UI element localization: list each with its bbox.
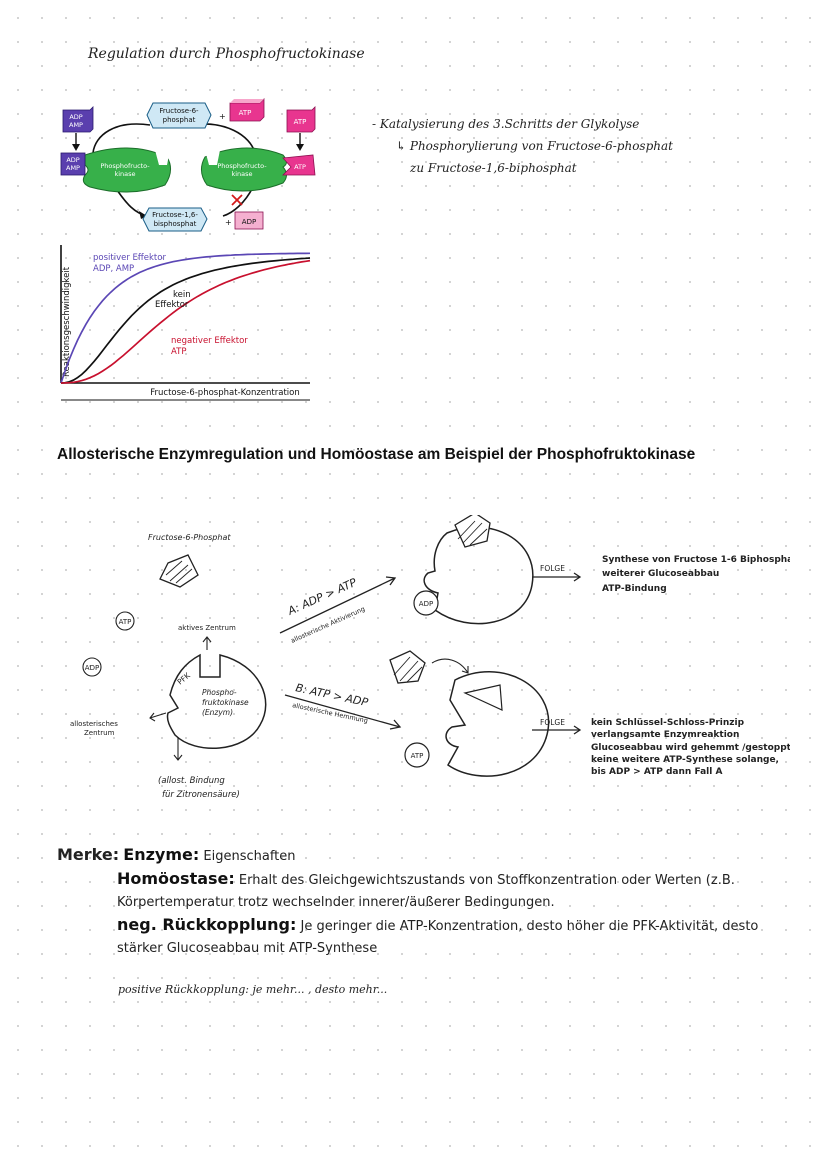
svg-text:ADP: ADP <box>85 664 99 672</box>
y-axis-label: Reaktionsgeschwindigkeit <box>62 266 72 377</box>
adp-amp-box-top: ADP AMP <box>63 107 93 132</box>
result-a-2: weiterer Glucoseabbau <box>602 569 719 579</box>
svg-text:Phospho-: Phospho- <box>202 688 237 697</box>
svg-text:fruktokinase: fruktokinase <box>202 698 249 707</box>
result-b-1: kein Schlüssel-Schloss-Prinzip <box>591 718 745 728</box>
curve-no-effector <box>61 258 310 383</box>
adp-amp-bound: ADP AMP <box>61 153 85 175</box>
svg-text:Phosphofructo-: Phosphofructo- <box>100 162 150 170</box>
enzyme-text: Eigenschaften <box>203 849 295 864</box>
result-a-1: Synthese von Fructose 1-6 Biphosphat <box>602 555 790 565</box>
folge-a: FOLGE <box>540 564 565 573</box>
svg-text:kinase: kinase <box>231 170 252 178</box>
homeostasis-term: Homöostase: <box>117 869 235 888</box>
allosteric-drawing: Fructose-6-Phosphat ATP ADP aktives Zent… <box>70 515 790 815</box>
note-line-1: - Katalysierung des 3.Schritts der Glyko… <box>372 117 639 131</box>
svg-text:ADP: ADP <box>242 218 256 226</box>
atp-site-bound: ATP <box>283 155 315 175</box>
svg-text:ATP: ATP <box>119 618 132 626</box>
x-axis-label: Fructose-6-phosphat-Konzentration <box>150 388 300 398</box>
enzyme-term: Enzyme: <box>123 845 199 864</box>
enzyme-left: Phosphofructo- kinase <box>83 148 170 192</box>
svg-text:+: + <box>225 218 232 227</box>
svg-text:AMP: AMP <box>66 164 80 172</box>
inhibition-cross-icon <box>232 195 242 205</box>
positive-feedback-note: positive Rückkopplung: je mehr... , dest… <box>118 983 387 996</box>
handwritten-title: Regulation durch Phosphofructokinase <box>88 46 365 62</box>
svg-text:ADP: ADP <box>419 600 433 608</box>
f6p-node: Fructose-6- phosphat <box>147 103 211 128</box>
f16bp-node: Fructose-1,6- bisphosphat <box>143 208 207 231</box>
result-b-4: keine weitere ATP-Synthese solange, <box>591 755 779 765</box>
label-none-2: Effektor <box>155 300 189 310</box>
f6p-unbound-bottom <box>390 651 425 683</box>
pfk-regulation-figure: Fructose-6- phosphat + ATP ADP AMP ATP P… <box>55 95 330 410</box>
kinetics-chart: Reaktionsgeschwindigkeit Fructose-6-phos… <box>61 245 310 400</box>
enzyme-right: Phosphofructo- kinase <box>201 148 286 191</box>
svg-text:(Enzym): (Enzym) <box>202 708 233 717</box>
svg-text:ATP: ATP <box>294 163 306 171</box>
atp-box-top: ATP <box>230 99 264 121</box>
atp-molecule: ATP <box>116 612 134 630</box>
label-none-1: kein <box>173 290 191 300</box>
svg-text:Phosphofructo-: Phosphofructo- <box>217 162 267 170</box>
svg-text:ATP: ATP <box>294 118 307 126</box>
svg-text:ATP: ATP <box>239 109 252 117</box>
adp-molecule: ADP <box>83 658 101 676</box>
note-line-3: zu Fructose-1,6-biphosphat <box>410 161 577 175</box>
atp-bound-bottom: ATP <box>405 743 429 767</box>
pfk-label: PFK <box>176 670 193 686</box>
negative-feedback-line: neg. Rückkopplung: Je geringer die ATP-K… <box>117 915 758 934</box>
result-a-3: ATP-Bindung <box>602 584 667 594</box>
plus-sign: + <box>219 112 226 121</box>
active-center-label: aktives Zentrum <box>178 624 236 632</box>
negative-feedback-term: neg. Rückkopplung: <box>117 915 296 934</box>
negative-feedback-text: Je geringer die ATP-Konzentration, desto… <box>301 919 759 934</box>
homeostasis-line: Homöostase: Erhalt des Gleichgewichtszus… <box>117 869 735 888</box>
merke-label: Merke: <box>57 845 119 864</box>
label-positive-1: positiver Effektor <box>93 253 166 263</box>
svg-text:bisphosphat: bisphosphat <box>154 220 197 228</box>
f6p-drawing-label: Fructose-6-Phosphat <box>148 533 231 542</box>
svg-text:kinase: kinase <box>114 170 135 178</box>
homeostasis-text: Erhalt des Gleichgewichtszustands von St… <box>239 873 735 888</box>
label-negative-2: ATP <box>171 347 186 357</box>
merke-enzyme-line: Merke: Enzyme: Eigenschaften <box>57 845 296 864</box>
f6p-bound-top <box>455 515 490 547</box>
adp-bound-top: ADP <box>414 591 438 615</box>
allosteric-binding-2: für Zitronensäure) <box>162 790 240 800</box>
section-title: Allosterische Enzymregulation und Homöos… <box>57 446 695 464</box>
svg-text:AMP: AMP <box>69 121 83 129</box>
homeostasis-line-2: Körpertemperatur trotz wechselnder inner… <box>117 895 555 910</box>
f6p-pentagon <box>160 555 198 587</box>
svg-text:Fructose-1,6-: Fructose-1,6- <box>152 211 198 219</box>
label-negative-1: negativer Effektor <box>171 336 248 346</box>
atp-box-right: ATP <box>287 107 315 132</box>
f6p-line-2: phosphat <box>163 116 196 124</box>
result-b-5: bis ADP > ATP dann Fall A <box>591 767 722 777</box>
negative-feedback-line-2: stärker Glucoseabbau mit ATP-Synthese <box>117 941 377 956</box>
result-b-3: Glucoseabbau wird gehemmt /gestoppt <box>591 743 790 753</box>
allosteric-binding-1: (allost. Bindung <box>158 776 225 786</box>
result-b-2: verlangsamte Enzymreaktion <box>591 730 739 740</box>
f6p-line-1: Fructose-6- <box>159 107 199 115</box>
svg-text:ATP: ATP <box>411 752 424 760</box>
label-positive-2: ADP, AMP <box>93 264 134 274</box>
adp-box-bottom: ADP <box>235 212 263 229</box>
note-line-2: ↳ Phosphorylierung von Fructose-6-phosph… <box>396 139 673 153</box>
allosteric-center-label-1: allosterisches <box>70 720 118 728</box>
folge-b: FOLGE <box>540 718 565 727</box>
svg-text:ADP: ADP <box>69 113 82 121</box>
allosteric-center-label-2: Zentrum <box>84 729 115 737</box>
svg-text:ADP: ADP <box>66 156 79 164</box>
